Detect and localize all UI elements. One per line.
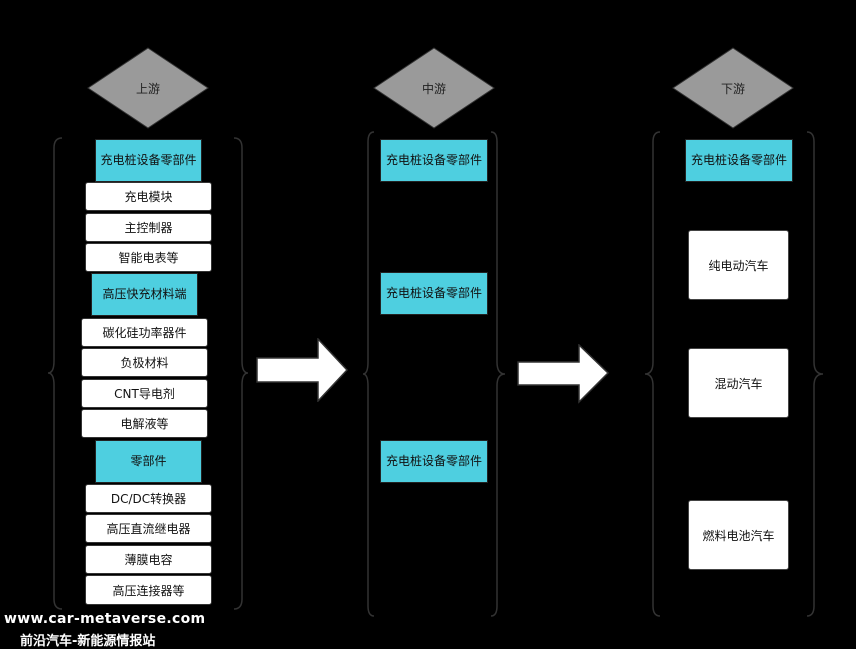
downstream-item: 混动汽车: [688, 348, 789, 418]
upstream-group3-header: 零部件: [95, 440, 202, 483]
stage-upstream: 上游: [87, 47, 209, 129]
upstream-group1-header: 充电桩设备零部件: [95, 139, 202, 182]
upstream-item: DC/DC转换器: [85, 484, 212, 513]
upstream-item: 高压直流继电器: [85, 514, 212, 543]
downstream-item: 燃料电池汽车: [688, 500, 789, 570]
stage-midstream: 中游: [373, 47, 495, 129]
upstream-item: 电解液等: [81, 409, 208, 438]
diamond-shape: [373, 47, 495, 129]
downstream-item: 纯电动汽车: [688, 230, 789, 300]
upstream-item: 薄膜电容: [85, 545, 212, 574]
diamond-shape: [87, 47, 209, 129]
left-brace-icon: [47, 137, 63, 610]
stage-downstream-label: 下游: [720, 81, 745, 96]
upstream-item: 碳化硅功率器件: [81, 318, 208, 347]
midstream-box: 充电桩设备零部件: [380, 440, 488, 483]
arrow-right-icon: [517, 344, 609, 404]
upstream-item: 智能电表等: [85, 243, 212, 272]
stage-midstream-label: 中游: [421, 81, 446, 96]
stage-downstream: 下游: [672, 47, 794, 129]
left-brace-icon: [644, 131, 661, 617]
downstream-header: 充电桩设备零部件: [685, 139, 793, 182]
right-brace-icon: [490, 131, 506, 617]
midstream-box: 充电桩设备零部件: [380, 139, 488, 182]
midstream-box: 充电桩设备零部件: [380, 272, 488, 315]
stage-upstream-label: 上游: [135, 81, 160, 96]
right-brace-icon: [806, 131, 824, 617]
upstream-item: 高压连接器等: [85, 575, 212, 605]
upstream-item: 主控制器: [85, 213, 212, 242]
watermark-url: www.car-metaverse.com: [4, 611, 206, 627]
right-brace-icon: [233, 137, 249, 610]
upstream-group2-header: 高压快充材料端: [91, 273, 198, 316]
arrow-right-icon: [256, 338, 348, 402]
upstream-item: 负极材料: [81, 348, 208, 377]
upstream-item: 充电模块: [85, 182, 212, 211]
upstream-item: CNT导电剂: [81, 379, 208, 408]
left-brace-icon: [362, 131, 375, 617]
diamond-shape: [672, 47, 794, 129]
watermark-name: 前沿汽车-新能源情报站: [20, 634, 156, 649]
